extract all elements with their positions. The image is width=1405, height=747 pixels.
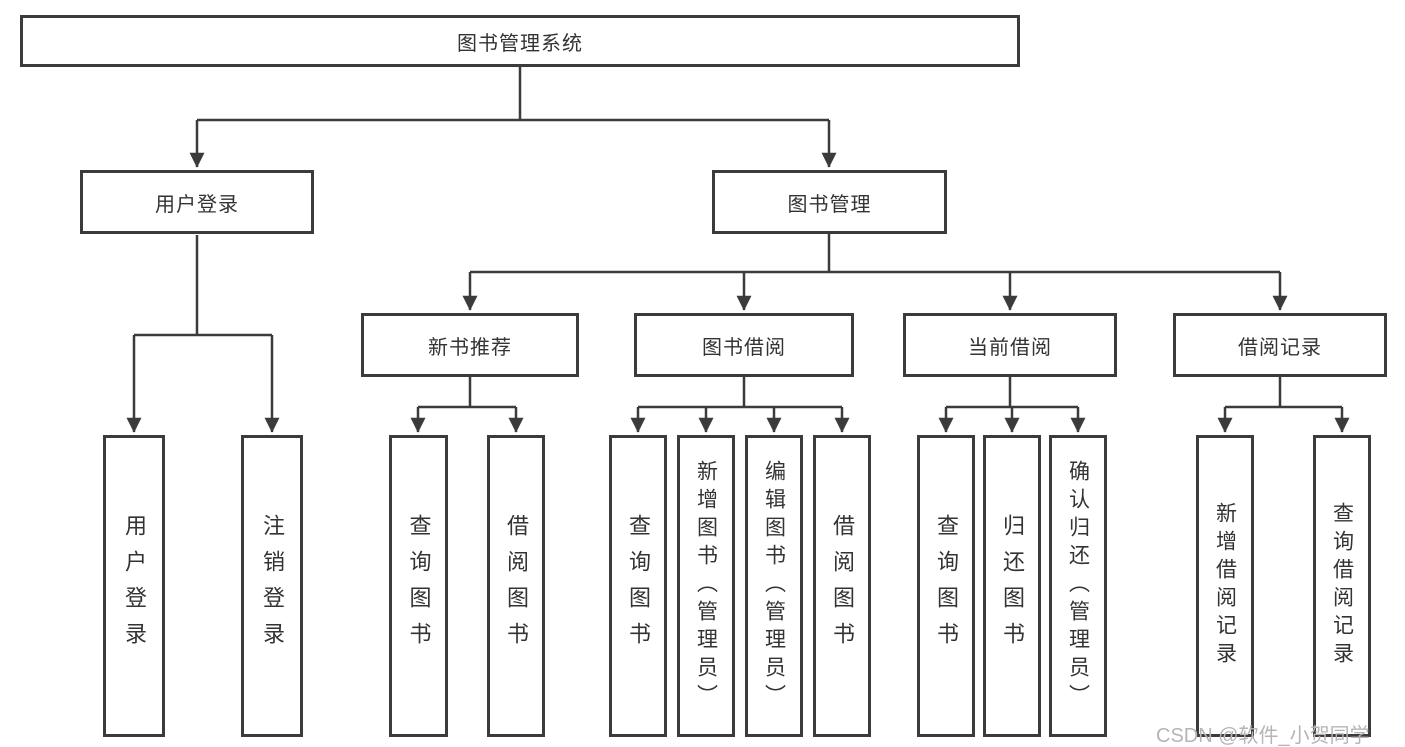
node-book-management: 图书管理: [712, 170, 947, 234]
leaf-logout: 注销登录: [241, 435, 303, 737]
node-book-borrow: 图书借阅: [634, 313, 854, 377]
leaf-user-login: 用户登录: [103, 435, 165, 737]
connector-root-to-level2: [189, 67, 837, 168]
leaf-query-books-borrow-label: 查询图书: [626, 514, 651, 658]
leaf-borrow-books-2-label: 借阅图书: [830, 514, 855, 658]
leaf-add-borrow-record: 新增借阅记录: [1196, 435, 1254, 737]
leaf-query-books-current: 查询图书: [917, 435, 975, 737]
leaf-confirm-return-admin: 确认归还（管理员）: [1049, 435, 1107, 737]
connector-new-book-recommend-to-leaves: [410, 377, 524, 433]
leaf-add-borrow-record-label: 新增借阅记录: [1213, 502, 1237, 670]
leaf-query-books-current-label: 查询图书: [934, 514, 959, 658]
leaf-query-books-borrow: 查询图书: [609, 435, 667, 737]
leaf-add-book-admin-label: 新增图书（管理员）: [694, 460, 718, 712]
leaf-confirm-return-admin-label: 确认归还（管理员）: [1066, 460, 1090, 712]
leaf-borrow-books-recommend: 借阅图书: [487, 435, 545, 737]
node-user-login: 用户登录: [80, 170, 314, 234]
node-new-book-recommend-label: 新书推荐: [428, 336, 512, 359]
node-current-borrow: 当前借阅: [903, 313, 1117, 377]
node-user-login-label: 用户登录: [155, 193, 239, 216]
leaf-borrow-books-2: 借阅图书: [813, 435, 871, 737]
leaf-return-book-label: 归还图书: [1000, 514, 1025, 658]
node-root: 图书管理系统: [20, 15, 1020, 67]
connector-borrow-records-to-leaves: [1217, 377, 1350, 433]
leaf-borrow-books-recommend-label: 借阅图书: [504, 514, 529, 658]
connector-current-borrow-to-leaves: [938, 377, 1086, 433]
connector-book-management-to-level3: [462, 234, 1288, 311]
node-borrow-records-label: 借阅记录: [1238, 336, 1322, 359]
node-new-book-recommend: 新书推荐: [361, 313, 579, 377]
leaf-logout-label: 注销登录: [260, 514, 285, 658]
leaf-edit-book-admin: 编辑图书（管理员）: [745, 435, 803, 737]
leaf-query-borrow-record-label: 查询借阅记录: [1330, 502, 1354, 670]
node-root-label: 图书管理系统: [457, 32, 583, 55]
leaf-query-borrow-record: 查询借阅记录: [1313, 435, 1371, 737]
connector-book-borrow-to-leaves: [630, 377, 850, 433]
csdn-watermark: CSDN @软件_小贺同学: [1156, 725, 1370, 747]
leaf-query-books-recommend: 查询图书: [389, 435, 448, 737]
node-current-borrow-label: 当前借阅: [968, 336, 1052, 359]
connector-user-login-to-leaves: [126, 235, 280, 433]
node-book-management-label: 图书管理: [787, 193, 872, 216]
node-book-borrow-label: 图书借阅: [702, 336, 786, 359]
leaf-user-login-label: 用户登录: [122, 514, 147, 658]
leaf-query-books-recommend-label: 查询图书: [406, 514, 432, 658]
node-borrow-records: 借阅记录: [1173, 313, 1387, 377]
leaf-edit-book-admin-label: 编辑图书（管理员）: [762, 460, 786, 712]
leaf-add-book-admin: 新增图书（管理员）: [677, 435, 735, 737]
leaf-return-book: 归还图书: [983, 435, 1041, 737]
